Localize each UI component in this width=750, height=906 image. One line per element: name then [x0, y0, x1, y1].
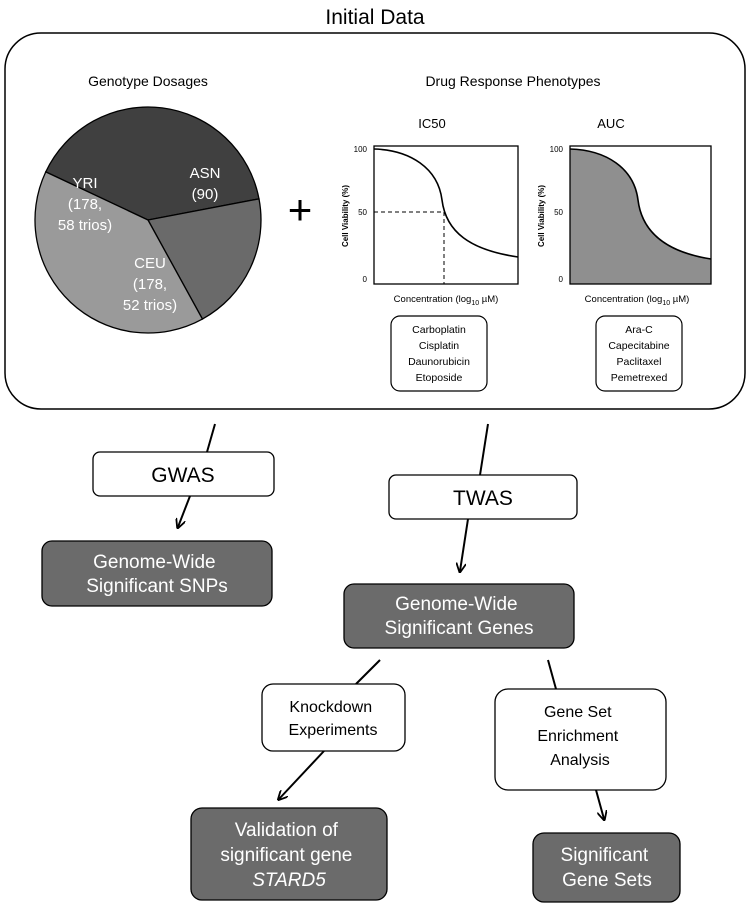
gwas-box	[92, 451, 275, 497]
auc-drug-item: Ara-C	[625, 324, 653, 336]
page-title: Initial Data	[325, 6, 425, 29]
plus-sign: +	[288, 186, 313, 233]
significant-snps-box	[41, 540, 273, 607]
ic50-xlabel-post: µM)	[479, 294, 498, 305]
pie-label-yri-line: 58 trios)	[58, 217, 112, 234]
ic50-xlabel-sub: 10	[471, 300, 479, 307]
pie-label-ceu-line: (178,	[133, 276, 167, 293]
twas-box	[388, 474, 578, 520]
ic50-drug-item: Daunorubicin	[408, 356, 470, 368]
twas-label: TWAS	[453, 487, 513, 510]
ic50-ytick-50: 50	[358, 208, 367, 217]
drug-response-title: Drug Response Phenotypes	[425, 73, 600, 89]
auc-ytick-50: 50	[554, 208, 563, 217]
pie-slice-asn	[146, 198, 262, 320]
auc-filled-area	[570, 149, 711, 284]
connector-container-to-gwas	[206, 423, 216, 453]
validation-box	[190, 807, 388, 901]
ic50-drug-list: CarboplatinCisplatinDaunorubicinEtoposid…	[408, 324, 470, 384]
ic50-ytick-100: 100	[354, 145, 368, 154]
genotype-title: Genotype Dosages	[88, 73, 208, 89]
pie-label-ceu-line: CEU	[134, 255, 166, 272]
ic50-drug-item: Cisplatin	[419, 340, 459, 352]
ic50-drug-item: Etoposide	[416, 372, 463, 384]
pie-label-yri-line: YRI	[72, 175, 97, 192]
gene-sets-line-1: Significant	[561, 845, 649, 866]
pie-label-yri-line: (178,	[68, 196, 102, 213]
validation-line-2: significant gene	[220, 845, 352, 866]
gwas-label: GWAS	[151, 464, 214, 487]
auc-ytick-100: 100	[550, 145, 564, 154]
connector-genes-to-gsea	[547, 659, 557, 690]
gene-sets-label: Significant Gene Sets	[561, 845, 654, 891]
knockdown-line-2: Experiments	[289, 722, 378, 739]
auc-response-curve	[569, 148, 712, 260]
auc-xlabel-post: µM)	[670, 294, 689, 305]
auc-drug-item: Capecitabine	[608, 340, 669, 352]
auc-ylabel: Cell Viability (%)	[537, 185, 546, 247]
auc-drug-box	[595, 315, 683, 392]
gsea-line-3: Analysis	[550, 752, 610, 769]
genotype-pie-chart: YRI (178, 58 trios) ASN (90) CEU (178, 52 trios…	[34, 106, 262, 334]
significant-snps-line-2: Significant SNPs	[86, 576, 228, 597]
knockdown-box	[261, 683, 406, 752]
pie-label-asn: ASN (90)	[190, 165, 221, 203]
pie-label-asn-line: (90)	[192, 186, 219, 203]
pie-label-ceu-line: 52 trios)	[123, 297, 177, 314]
ic50-drug-box	[390, 315, 488, 392]
auc-xlabel-pre: Concentration (log	[585, 294, 663, 305]
ic50-title: IC50	[418, 116, 445, 131]
auc-xlabel-sub: 10	[662, 300, 670, 307]
validation-gene-name: STARD5	[252, 870, 326, 891]
auc-drug-item: Paclitaxel	[617, 356, 662, 368]
gene-sets-line-2: Gene Sets	[562, 870, 652, 891]
pie-label-asn-line: ASN	[190, 165, 221, 182]
connector-genes-to-knockdown	[355, 659, 381, 685]
significant-genes-label: Genome-Wide Significant Genes	[385, 594, 534, 639]
ic50-ytick-0: 0	[363, 275, 368, 284]
auc-plot-frame	[569, 145, 712, 285]
connector-container-to-twas	[479, 423, 489, 476]
auc-ytick-0: 0	[559, 275, 564, 284]
ic50-ylabel: Cell Viability (%)	[341, 185, 350, 247]
significant-snps-label: Genome-Wide Significant SNPs	[86, 552, 228, 597]
knockdown-label: Knockdown Experiments	[289, 699, 378, 739]
ic50-drug-item: Carboplatin	[412, 324, 466, 336]
validation-line-1: Validation of	[235, 820, 339, 841]
connector-knockdown-to-validation	[279, 750, 325, 799]
gsea-line-2: Enrichment	[537, 728, 618, 745]
connector-gwas-to-snps	[178, 495, 191, 527]
connector-twas-to-genes	[460, 518, 469, 571]
knockdown-line-1: Knockdown	[289, 699, 372, 716]
pie-label-ceu: CEU (178, 52 trios)	[123, 255, 177, 314]
pie-label-yri: YRI (178, 58 trios)	[58, 175, 112, 234]
gsea-box	[494, 688, 667, 791]
gsea-line-1: Gene Set	[544, 704, 612, 721]
auc-xlabel: Concentration (log10 µM)	[585, 294, 690, 307]
auc-plot: 100 50 0 Cell Viability (%) Concentratio…	[537, 145, 712, 307]
pie-slice-ceu	[34, 171, 204, 334]
ic50-xlabel-pre: Concentration (log	[394, 294, 472, 305]
significant-genes-box	[343, 583, 575, 649]
gene-sets-box	[532, 832, 681, 903]
auc-title: AUC	[597, 116, 624, 131]
ic50-response-curve	[373, 148, 519, 258]
significant-genes-line-2: Significant Genes	[385, 618, 534, 639]
significant-genes-line-1: Genome-Wide	[395, 594, 518, 615]
ic50-xlabel: Concentration (log10 µM)	[394, 294, 499, 307]
auc-drug-item: Pemetrexed	[611, 372, 668, 384]
significant-snps-line-1: Genome-Wide	[93, 552, 216, 573]
connector-gsea-to-gene-sets	[595, 789, 604, 819]
pie-slice-yri	[44, 106, 260, 221]
gsea-label: Gene Set Enrichment Analysis	[537, 704, 622, 769]
validation-label: Validation of significant gene STARD5	[220, 820, 357, 891]
ic50-plot: 100 50 0 Cell Viability (%) Concentratio…	[341, 145, 519, 307]
